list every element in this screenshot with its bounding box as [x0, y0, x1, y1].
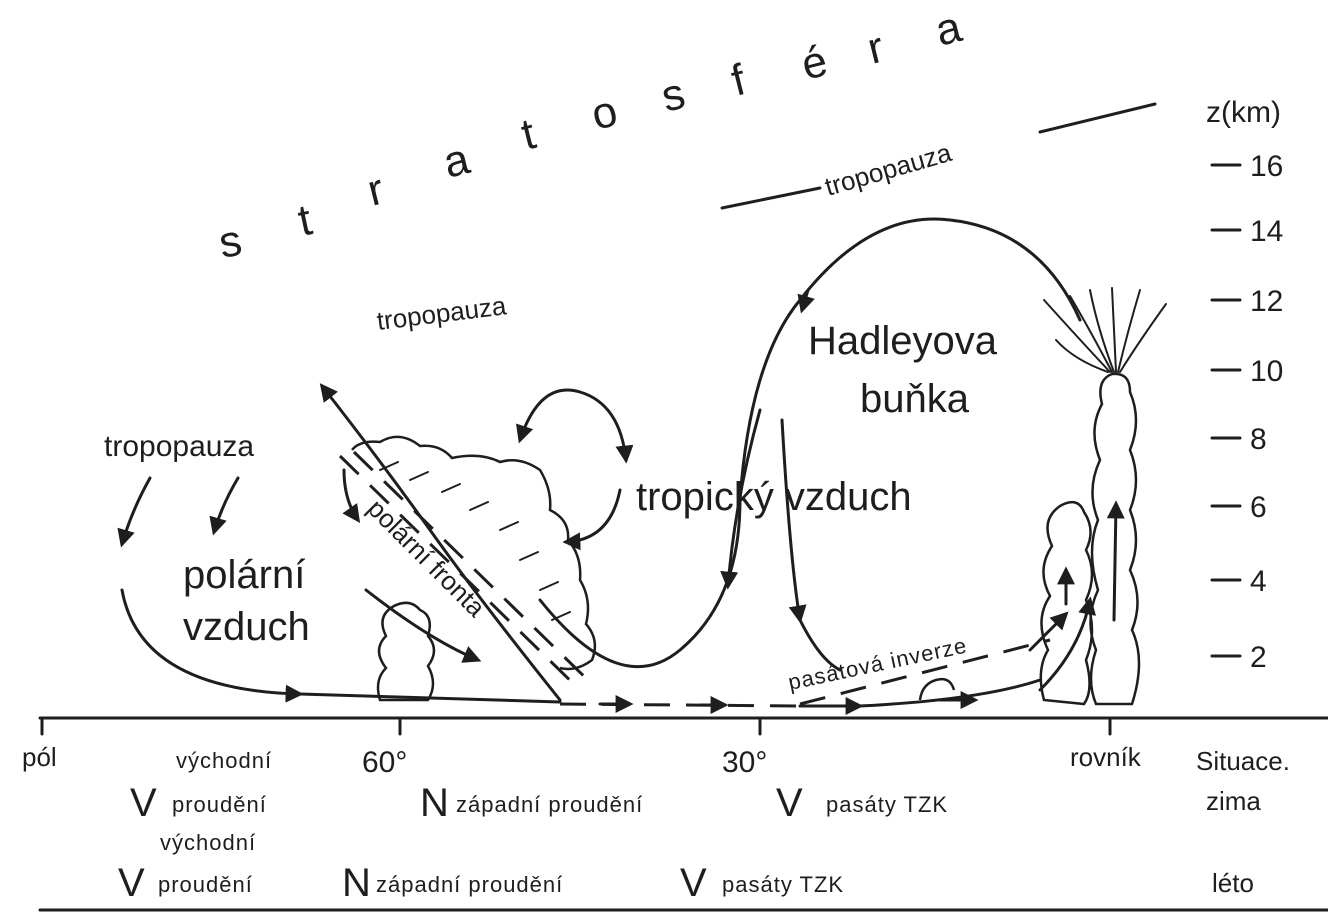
plume-stroke [1112, 288, 1116, 372]
winter-west-flow: západní proudění [456, 792, 643, 817]
z-tick-label: 2 [1250, 641, 1267, 674]
strato-letter: r [863, 23, 889, 74]
small-trade-cloud [920, 679, 954, 700]
winter-west-letter: N [420, 781, 449, 825]
tropopause-line-left [722, 188, 820, 208]
plume-stroke [1056, 340, 1108, 372]
situation-summer: léto [1212, 868, 1254, 898]
anvil-plume [1044, 288, 1166, 372]
plume-stroke [1070, 296, 1112, 372]
strato-letter: s [657, 69, 690, 122]
hadley-descent-arrow-right [782, 420, 800, 620]
winter-trade-flow: pasáty TZK [826, 792, 948, 817]
hatch-mark [442, 484, 460, 492]
hatch-mark [500, 522, 518, 530]
strato-letter: a [931, 2, 967, 56]
situation-title: Situace. [1196, 746, 1290, 776]
z-tick-label: 8 [1250, 423, 1267, 456]
winter-east-top: východní [176, 748, 272, 773]
strato-letter: s [215, 216, 245, 268]
front-rising-arrow [322, 386, 560, 700]
z-tick-label: 4 [1250, 565, 1267, 598]
summer-east-flow: proudění [158, 872, 253, 897]
front-small-arrow [344, 470, 358, 520]
tropopause-line-right [1040, 104, 1155, 132]
hadley-upper-path [540, 219, 1080, 667]
z-tick-label: 16 [1250, 150, 1283, 183]
winter-east-letter: V [130, 781, 157, 825]
polar-descent-arrow [122, 478, 150, 544]
hatch-mark [540, 582, 558, 590]
hatch-mark [520, 552, 538, 560]
situation-winter: zima [1206, 786, 1261, 816]
polar-air-label-line1: polární [183, 553, 305, 597]
strato-letter: é [797, 36, 833, 89]
summer-west-letter: N [342, 861, 371, 905]
midlat-eddy-arrow [520, 390, 626, 460]
pole-label: pól [22, 742, 57, 772]
winter-trade-letter: V [776, 781, 803, 825]
rising-arrow [1030, 614, 1066, 650]
strato-letter: t [517, 109, 541, 160]
summer-trade-letter: V [680, 861, 707, 905]
tropopause-mid-label: tropopauza [375, 290, 508, 336]
summer-trade-flow: pasáty TZK [722, 872, 844, 897]
polar-descent-arrow [214, 478, 238, 532]
summer-east-letter: V [118, 861, 145, 905]
summer-west-flow: západní proudění [376, 872, 563, 897]
hadley-label-line2: buňka [860, 377, 970, 421]
winter-east-flow: proudění [172, 792, 267, 817]
lat30-label: 30° [722, 746, 767, 779]
strato-letter: r [363, 165, 389, 216]
strato-letter: f [727, 55, 751, 106]
lat60-label: 60° [362, 746, 407, 779]
z-tick-label: 14 [1250, 215, 1283, 248]
winter-row: východní V proudění N západní proudění V… [130, 748, 948, 825]
polar-air-label-line2: vzduch [183, 605, 310, 649]
tropopause-top-label: tropopauza [821, 137, 955, 202]
tropopause-left-label: tropopauza [104, 430, 254, 463]
tropical-air-label: tropický vzduch [636, 475, 912, 519]
hadley-label-line1: Hadleyova [808, 319, 998, 363]
cloud-updraft-arrow [1114, 504, 1116, 620]
polar-front-dashed-2 [354, 452, 594, 686]
z-tick-label: 6 [1250, 491, 1267, 524]
z-tick-label: 10 [1250, 355, 1283, 388]
z-axis-ticks: 16 14 12 10 8 6 4 2 [1212, 150, 1283, 674]
midlat-return-arrow [566, 490, 620, 542]
strato-letter: o [587, 86, 623, 139]
summer-row: východní V proudění N západní proudění V… [118, 830, 844, 905]
plume-stroke [1090, 290, 1114, 372]
summer-east-top: východní [160, 830, 256, 855]
hatch-mark [470, 502, 488, 510]
strato-letter: a [439, 134, 475, 188]
surface-dashed-flow [560, 704, 800, 706]
stratosphere-label: s t r a t o s f é r a [215, 2, 966, 268]
strato-letter: t [294, 195, 316, 245]
cumulus-cloud-60 [378, 603, 434, 700]
z-axis-title: z(km) [1206, 96, 1281, 129]
equator-label: rovník [1070, 742, 1142, 772]
z-tick-label: 12 [1250, 285, 1283, 318]
hatch-mark [410, 472, 428, 480]
